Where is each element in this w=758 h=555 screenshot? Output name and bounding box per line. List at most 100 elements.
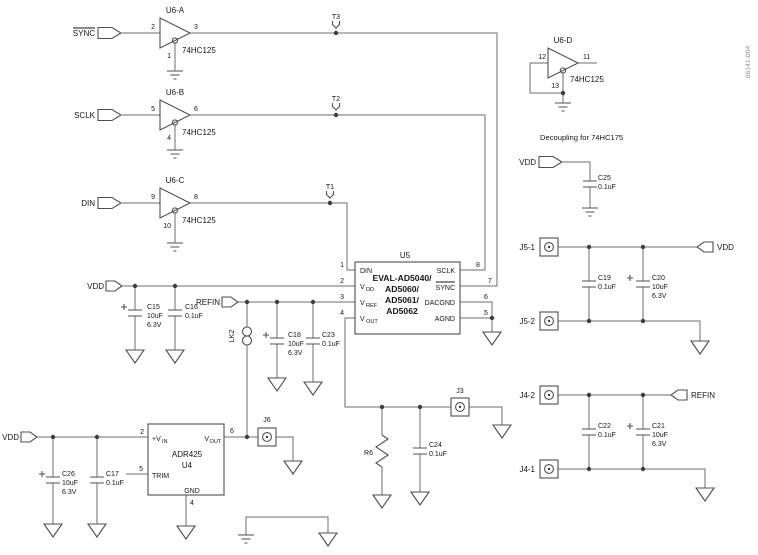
part-number: 74HC125 xyxy=(182,46,216,55)
cap-rating: 6.3V xyxy=(288,350,303,357)
ref-designator: C15 xyxy=(147,304,160,311)
connector-j5-2: J5-2 xyxy=(519,311,559,331)
ref-designator: C22 xyxy=(598,423,611,430)
test-point-t3: T3 xyxy=(332,14,340,29)
pin-number: 8 xyxy=(194,194,198,201)
buffer-u6a: U6-A 2 3 1 74HC125 xyxy=(151,6,216,71)
ic-name: AD5060/ xyxy=(385,284,420,294)
pin-label: GND xyxy=(184,488,200,495)
pin-label: TRIM xyxy=(152,473,169,480)
pin-label-sub: IN xyxy=(162,439,168,445)
ref-designator: C24 xyxy=(429,442,442,449)
cap-c18: C18 10uF 6.3V xyxy=(262,331,304,357)
buffer-u6c: U6-C 9 8 10 74HC125 xyxy=(151,176,216,243)
test-point-label: T3 xyxy=(332,14,340,21)
cap-rating: 6.3V xyxy=(652,293,667,300)
net-tags: SYNC SCLK DIN VDD REFIN VDD VDD VDD REFI… xyxy=(2,26,734,443)
ref-designator: J4-1 xyxy=(519,465,535,474)
pin-number: 10 xyxy=(163,223,171,230)
pin-number: 6 xyxy=(484,294,488,301)
wire-c18-c23 xyxy=(276,302,314,382)
cap-value: 0.1uF xyxy=(106,480,124,487)
connector-j6: J6 xyxy=(257,417,277,447)
cap-value: 0.1uF xyxy=(598,284,616,291)
cap-c24: C24 0.1uF xyxy=(412,442,447,458)
ic-u5: U5 EVAL-AD5040/ AD5060/ AD5061/ AD5062 1… xyxy=(340,251,492,335)
cap-value: 0.1uF xyxy=(598,432,616,439)
cap-c16: C16 0.1uF xyxy=(167,304,203,320)
buffer-u6d: U6-D 12 11 13 74HC125 xyxy=(538,36,604,90)
net-label-din: DIN xyxy=(81,199,95,208)
resistor-icon xyxy=(375,434,389,468)
pin-number: 2 xyxy=(140,429,144,436)
cap-value: 10uF xyxy=(288,341,304,348)
pin-number: 1 xyxy=(167,53,171,60)
resistor-r6: R6 xyxy=(364,434,389,468)
ref-designator: U4 xyxy=(182,461,193,470)
net-label-vdd-mid: VDD xyxy=(87,282,104,291)
wire-j5-caps xyxy=(588,247,644,321)
ref-designator: C19 xyxy=(598,275,611,282)
pin-number: 8 xyxy=(476,262,480,269)
figure-number: 06141-004 xyxy=(745,46,752,79)
part-number: 74HC125 xyxy=(570,75,604,84)
pin-label: DIN xyxy=(360,268,372,275)
wire-ground-tie xyxy=(245,516,329,535)
pin-number: 3 xyxy=(340,294,344,301)
pin-label: SYNC xyxy=(436,285,455,292)
ic-name: AD5062 xyxy=(386,306,418,316)
test-point-label: T1 xyxy=(326,184,334,191)
wire-c25 xyxy=(563,161,591,208)
ref-designator: U5 xyxy=(400,251,411,260)
link-pin-icon xyxy=(241,335,253,346)
cap-rating: 6.3V xyxy=(652,441,667,448)
cap-c25: C25 0.1uF xyxy=(582,175,616,191)
test-point-t1: T1 xyxy=(326,184,334,199)
link-lk2: LK2 xyxy=(229,326,253,346)
enable-bubble-icon xyxy=(559,67,567,74)
pin-number: 9 xyxy=(151,194,155,201)
part-number: 74HC125 xyxy=(182,128,216,137)
pin-number: 5 xyxy=(139,466,143,473)
cap-c23: C23 0.1uF xyxy=(305,332,340,348)
wire-r6-c24 xyxy=(381,407,421,495)
ref-designator: J3 xyxy=(456,388,464,395)
pin-label-sub: OUT xyxy=(210,439,222,445)
cap-rating: 6.3V xyxy=(147,322,162,329)
connector-j4-2: J4-2 xyxy=(519,385,559,405)
ref-designator: U6-D xyxy=(554,36,573,45)
pin-number: 7 xyxy=(488,278,492,285)
pin-number: 5 xyxy=(151,106,155,113)
cap-value: 0.1uF xyxy=(322,341,340,348)
pin-label-sub: REF xyxy=(366,303,378,309)
net-label-sclk: SCLK xyxy=(74,111,96,120)
ref-designator: J4-2 xyxy=(519,391,535,400)
pin-number: 4 xyxy=(190,500,194,507)
cap-c19: C19 0.1uF xyxy=(581,275,616,291)
net-label-refin-j4: REFIN xyxy=(691,391,715,400)
connector-j5-1: J5-1 xyxy=(519,237,559,257)
ref-designator: J5-2 xyxy=(519,317,535,326)
ref-designator: R6 xyxy=(364,450,373,457)
pin-label: +V xyxy=(152,436,161,443)
pin-label: DACGND xyxy=(425,300,455,307)
net-label-vdd-topright: VDD xyxy=(519,158,536,167)
ref-designator: U6-C xyxy=(166,176,185,185)
wire-c15-c16 xyxy=(134,286,176,350)
pin-label: AGND xyxy=(435,316,455,323)
pin-label: V xyxy=(360,284,365,291)
wire-adr-vout xyxy=(224,436,294,461)
net-label-vdd-j5: VDD xyxy=(717,243,734,252)
wire-j4-caps xyxy=(588,395,644,469)
pin-number: 13 xyxy=(551,83,559,90)
cap-c20: C20 10uF 6.3V xyxy=(626,274,668,300)
buffer-triangle-icon xyxy=(159,17,192,49)
part-number: 74HC125 xyxy=(182,216,216,225)
test-point-t2: T2 xyxy=(332,96,340,111)
pin-label: V xyxy=(360,300,365,307)
decoupling-note: Decoupling for 74HC175 xyxy=(540,133,623,142)
ref-designator: J6 xyxy=(263,417,271,424)
junction-dots xyxy=(50,30,646,472)
